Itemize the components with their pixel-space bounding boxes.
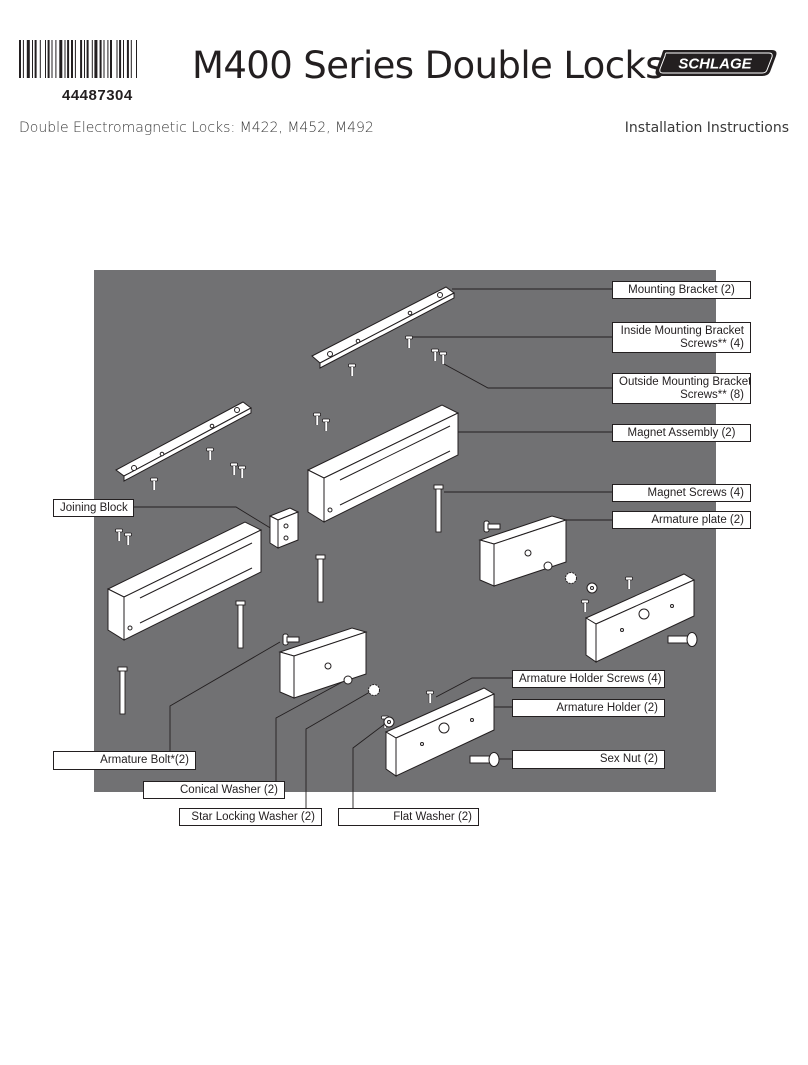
callout-inside-screws: Inside Mounting Bracket Screws** (4) (612, 322, 751, 353)
leader-lines (134, 288, 612, 817)
callout-outside-screws: Outside Mounting Bracket Screws** (8) (612, 373, 751, 404)
callout-outside-screws-line1: Outside Mounting Bracket (619, 376, 751, 388)
washers (343, 561, 598, 728)
joining-block (268, 507, 300, 549)
document-type: Installation Instructions (624, 120, 789, 136)
armature-bolts (282, 520, 501, 646)
callout-flat-washer: Flat Washer (2) (338, 808, 479, 826)
page-title: M400 Series Double Locks (192, 44, 665, 87)
callout-outside-screws-line2: Screws** (8) (680, 389, 744, 401)
armature-plates (278, 515, 568, 699)
callout-armature-holder: Armature Holder (2) (512, 699, 665, 717)
armature-holders (384, 573, 696, 777)
part-number: 44487304 (62, 87, 133, 104)
sex-nuts (469, 632, 698, 767)
callout-armature-holder-screws: Armature Holder Screws (4) (512, 670, 665, 688)
callout-armature-bolt: Armature Bolt*(2) (53, 751, 196, 770)
callout-inside-screws-line1: Inside Mounting Bracket (620, 325, 744, 337)
callout-star-locking-washer: Star Locking Washer (2) (179, 808, 322, 826)
brand-name: SCHLAGE (678, 56, 752, 73)
mounting-bracket-bottom (115, 401, 252, 482)
callout-sex-nut: Sex Nut (2) (512, 750, 665, 769)
barcode (19, 40, 137, 78)
mounting-bracket-top (311, 286, 455, 369)
document-subtitle: Double Electromagnetic Locks: M422, M452… (19, 120, 374, 136)
callout-magnet-assembly: Magnet Assembly (2) (612, 424, 751, 442)
magnet-screws (117, 484, 444, 715)
callout-inside-screws-line2: Screws** (4) (680, 338, 744, 350)
callout-mounting-bracket: Mounting Bracket (2) (612, 281, 751, 299)
callout-magnet-screws: Magnet Screws (4) (612, 484, 751, 502)
callout-joining-block: Joining Block (53, 499, 134, 517)
magnet-assembly-upper (306, 404, 460, 523)
schlage-logo: SCHLAGE (655, 50, 777, 76)
callout-armature-plate: Armature plate (2) (612, 511, 751, 529)
callout-conical-washer: Conical Washer (2) (143, 781, 285, 799)
magnet-assembly-lower (106, 521, 263, 641)
